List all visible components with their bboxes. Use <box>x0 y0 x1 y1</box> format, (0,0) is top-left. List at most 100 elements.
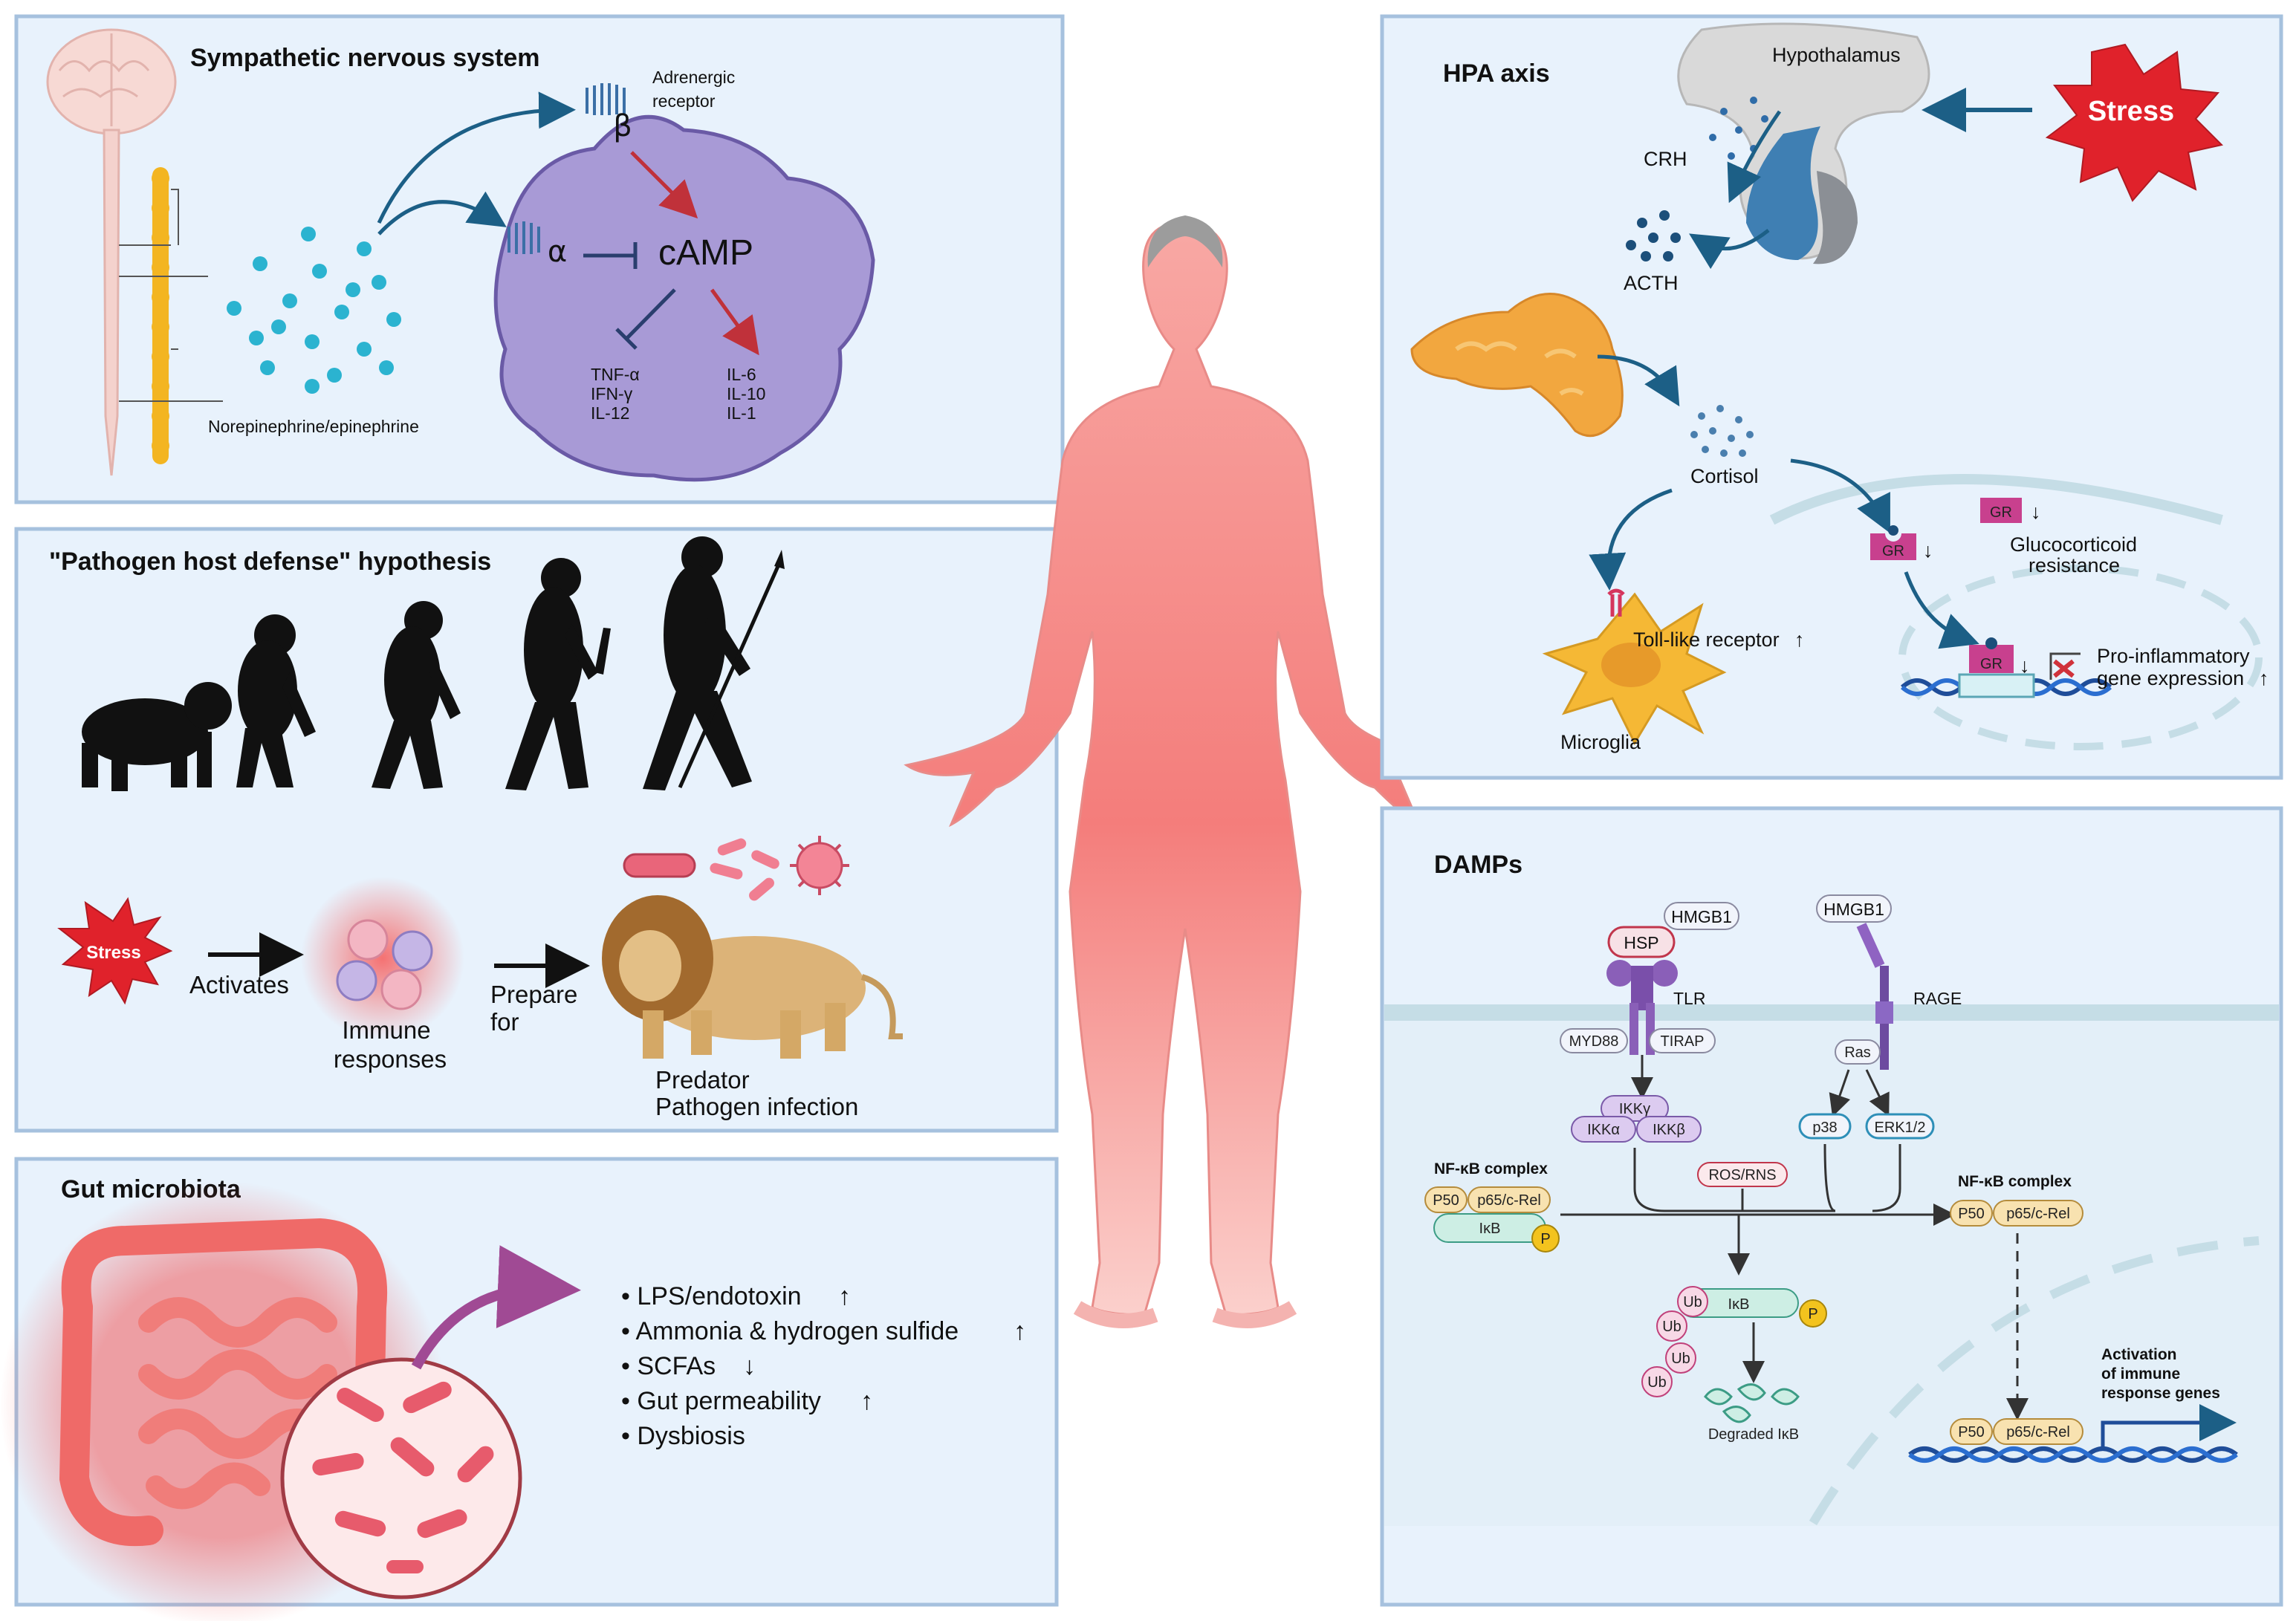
alpha-inhibits-camp <box>583 242 638 269</box>
panel-title: HPA axis <box>1443 59 1550 88</box>
ikka-badge <box>1571 1116 1636 1143</box>
tlr-receptor-icon <box>1607 588 1625 617</box>
stress-badge-small: Stress <box>57 897 173 1005</box>
list-item: • Gut permeability <box>621 1387 821 1415</box>
immune-line2: responses <box>334 1045 447 1073</box>
arrow-to-beta <box>377 91 576 224</box>
gr-label: GR <box>1882 543 1904 559</box>
ub-label: Ub <box>1671 1351 1690 1367</box>
acth-arrow <box>1689 229 1770 270</box>
degraded-ikb-icon <box>1704 1383 1800 1423</box>
tirap-label: TIRAP <box>1661 1033 1705 1050</box>
ikkb-badge <box>1636 1116 1702 1143</box>
ros-rns-label: ROS/RNS <box>1708 1167 1776 1183</box>
gr-decrease-indicator: ↓ <box>2031 501 2041 523</box>
nfkb-complex-label: NF-κB complex <box>1434 1160 1548 1177</box>
alpha-receptor-label: α <box>548 235 567 269</box>
ikb-label: IκB <box>1728 1296 1750 1313</box>
blocked-icon <box>2053 659 2075 678</box>
acth-label: ACTH <box>1624 272 1679 294</box>
p38-label: p38 <box>1812 1120 1837 1136</box>
ubiquitin-chain <box>1641 1286 1708 1397</box>
microglia-icon <box>1542 592 1727 746</box>
cortisol-label: Cortisol <box>1690 465 1759 487</box>
phospho-label: P <box>1540 1231 1550 1247</box>
ub-label: Ub <box>1662 1319 1682 1335</box>
stress-label-hpa: Stress <box>2088 96 2174 127</box>
receptor-icon <box>507 83 626 254</box>
adrenal-to-cortisol-arrow <box>1597 354 1680 407</box>
activation-line1: Activation <box>2101 1346 2177 1363</box>
dna-icon <box>1908 1446 2238 1463</box>
beta-to-camp-arrow <box>630 151 698 219</box>
rage-ligand-icon <box>1856 923 1885 968</box>
spear-icon <box>678 563 781 789</box>
cell-membrane <box>1384 1004 2279 1021</box>
activates-label: Activates <box>189 971 289 998</box>
nerve-connections <box>119 189 223 402</box>
list-item: • LPS/endotoxin <box>621 1282 802 1310</box>
panel-gut-microbiota: Gut microbiota • LPS/endotoxin ↑ • Ammon… <box>0 1157 1059 1621</box>
dna-icon <box>1900 673 2112 698</box>
lion-icon <box>602 895 903 1059</box>
ub-label: Ub <box>1683 1294 1702 1310</box>
pituitary-icon <box>1677 22 1930 264</box>
cortisol-molecules <box>1690 405 1754 457</box>
p50-label: P50 <box>1958 1424 1985 1440</box>
glucocorticoid-line2: resistance <box>2029 554 2120 576</box>
brain-icon <box>46 28 177 135</box>
myd88-label: MYD88 <box>1569 1033 1619 1050</box>
hypothalamus-label: Hypothalamus <box>1772 44 1901 66</box>
camp-label: cAMP <box>658 233 753 273</box>
glucocorticoid-line1: Glucocorticoid <box>2010 533 2137 556</box>
ikkg-badge <box>1601 1095 1669 1122</box>
nucleus-membrane <box>1809 1236 2260 1526</box>
cytokine-promoted-2: IL-10 <box>727 384 765 403</box>
arrow-to-alpha <box>377 191 507 235</box>
list-item: • Dysbiosis <box>621 1422 745 1450</box>
camp-promotes-cytokines <box>710 288 759 356</box>
p65-label: p65/c-Rel <box>2006 1206 2070 1222</box>
ub-label: Ub <box>1647 1374 1667 1391</box>
panel-title: DAMPs <box>1434 851 1522 879</box>
list-item: • Ammonia & hydrogen sulfide <box>621 1317 959 1345</box>
bacteria-magnified-icon <box>280 1357 522 1599</box>
pro-inflammatory-line1: Pro-inflammatory <box>2097 645 2250 667</box>
hair-icon <box>1147 215 1223 267</box>
spinal-cord-icon <box>103 129 120 476</box>
ikkb-label: IKKβ <box>1653 1122 1685 1138</box>
cell-membrane <box>1769 474 2223 525</box>
predator-label: Predator <box>655 1066 750 1094</box>
p65-label: p65/c-Rel <box>2006 1424 2070 1440</box>
camp-inhibits-cytokines <box>615 288 676 350</box>
adrenergic-receptor-line1: Adrenergic <box>652 68 735 87</box>
prepare-line1: Prepare <box>490 981 577 1008</box>
cortisol-to-gr-arrow <box>1790 458 1890 533</box>
sympathetic-chain-icon <box>152 167 169 464</box>
increase-indicator: ↑ <box>1794 628 1805 651</box>
cytokine-inhibited-3: IL-12 <box>591 403 629 423</box>
gr-receptor-1: GR <box>1870 525 1916 560</box>
p50-label: P50 <box>1958 1206 1985 1222</box>
hmgb1-label: HMGB1 <box>1823 900 1884 919</box>
norepinephrine-molecules <box>227 227 401 394</box>
acth-molecules <box>1626 210 1681 261</box>
gr-receptor-2: GR <box>1980 498 2022 523</box>
increase-indicator: ↑ <box>2259 667 2269 689</box>
activation-line2: of immune <box>2101 1365 2180 1383</box>
immune-cells-icon <box>301 877 464 1040</box>
cytokine-inhibited-1: TNF-α <box>591 365 640 384</box>
nucleus-membrane <box>1898 565 2263 750</box>
cortisol-to-microglia-arrow <box>1589 488 1673 591</box>
crh-label: CRH <box>1644 148 1687 170</box>
gr-receptor-3: GR <box>1969 637 2014 673</box>
gr-to-nucleus-arrow <box>1904 571 1979 649</box>
gr-decrease-indicator: ↓ <box>1923 539 1933 562</box>
transcription-arrow <box>2101 1404 2237 1449</box>
erk-label: ERK1/2 <box>1875 1120 1926 1136</box>
pathogen-infection-label: Pathogen infection <box>655 1093 858 1120</box>
hmgb1-badge <box>1816 894 1892 923</box>
panel-pathogen-hypothesis: "Pathogen host defense" hypothesis <box>14 527 1059 1133</box>
gr-decrease-indicator: ↓ <box>2020 654 2030 677</box>
